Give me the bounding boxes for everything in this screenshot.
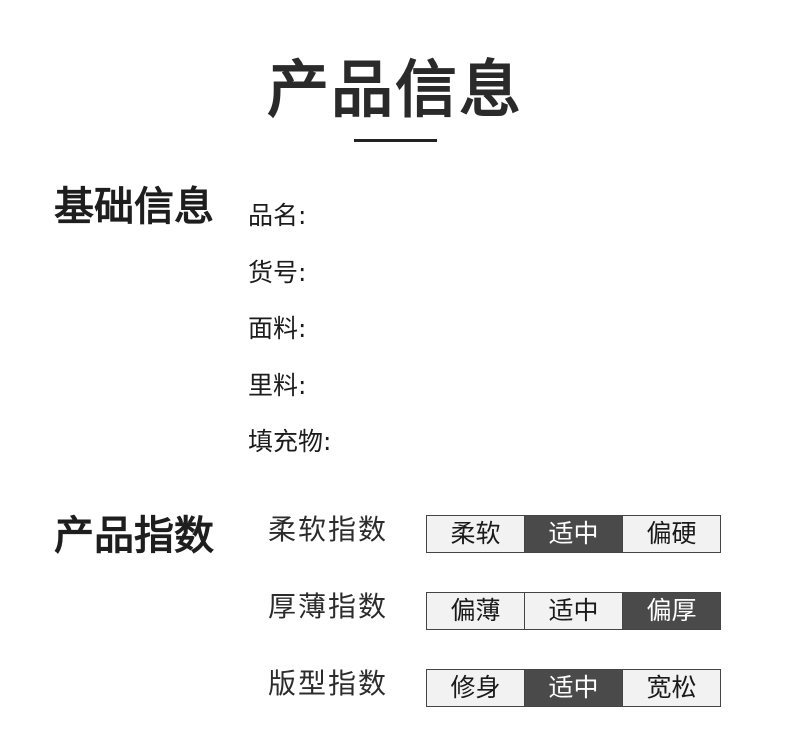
- option-group-thickness: 偏薄 适中 偏厚: [426, 592, 721, 630]
- basic-info-heading: 基础信息: [54, 184, 214, 230]
- index-label-softness: 柔软指数: [268, 513, 389, 546]
- field-row-name: 品名:: [248, 201, 307, 230]
- option-medium[interactable]: 适中: [525, 670, 623, 706]
- index-label-fit: 版型指数: [268, 667, 389, 700]
- option-hard[interactable]: 偏硬: [623, 516, 720, 552]
- option-slim[interactable]: 修身: [427, 670, 525, 706]
- page-title: 产品信息: [266, 53, 523, 126]
- field-row-lining: 里料:: [248, 370, 307, 400]
- index-label-thickness: 厚薄指数: [268, 590, 389, 623]
- option-medium[interactable]: 适中: [525, 593, 623, 629]
- field-row-filling: 填充物:: [248, 427, 332, 456]
- field-row-fabric: 面料:: [248, 314, 307, 343]
- option-loose[interactable]: 宽松: [623, 670, 720, 706]
- option-soft[interactable]: 柔软: [427, 516, 525, 552]
- option-group-softness: 柔软 适中 偏硬: [426, 515, 721, 553]
- title-underline: [354, 139, 437, 142]
- option-medium[interactable]: 适中: [525, 516, 623, 552]
- option-group-fit: 修身 适中 宽松: [426, 669, 721, 707]
- field-row-sku: 货号:: [248, 257, 307, 287]
- product-index-heading: 产品指数: [54, 513, 214, 559]
- option-thin[interactable]: 偏薄: [427, 593, 525, 629]
- basic-info-list: 品名: 货号: 面料: 里料: 填充物:: [248, 196, 331, 479]
- option-thick[interactable]: 偏厚: [623, 593, 720, 629]
